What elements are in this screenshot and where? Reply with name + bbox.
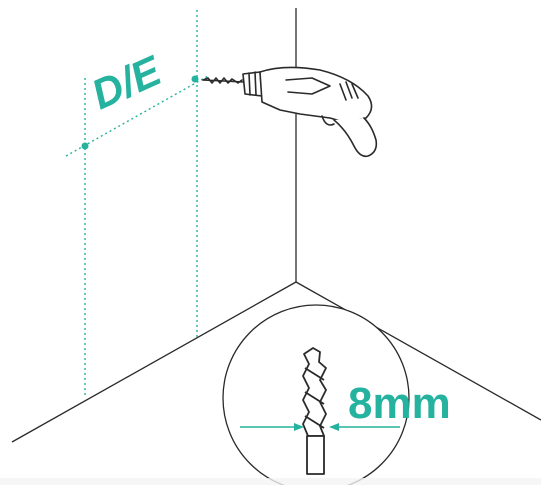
drill-vent-2 bbox=[345, 81, 353, 99]
room-corner bbox=[11, 8, 541, 443]
drill-vent-1 bbox=[339, 83, 347, 101]
mark-point-left bbox=[81, 142, 89, 150]
floor-edge-right bbox=[295, 281, 541, 421]
floor-edge-left bbox=[11, 281, 297, 443]
drill-body bbox=[259, 66, 373, 123]
drill-chuck-ring-1 bbox=[248, 72, 251, 96]
drill-bit-closeup-flute-3 bbox=[304, 415, 325, 429]
dimension-arrow-right bbox=[329, 423, 339, 431]
drill-body-detail bbox=[285, 77, 331, 95]
drill-bit-closeup-shank bbox=[306, 435, 325, 475]
dimension-arrow-left bbox=[294, 423, 304, 431]
bottom-fade bbox=[0, 478, 541, 485]
power-drill-icon bbox=[202, 66, 378, 158]
dimension-arrows bbox=[240, 423, 400, 431]
drill-handle bbox=[333, 117, 378, 158]
drill-bit-shaft bbox=[202, 79, 245, 83]
guide-diagonal bbox=[65, 75, 209, 157]
drill-trigger bbox=[321, 115, 335, 126]
drill-bit-icon bbox=[302, 347, 327, 475]
drill-bit-closeup-flute-1 bbox=[304, 367, 325, 381]
drill-vent-3 bbox=[351, 83, 359, 99]
drill-bit-closeup-flute-2 bbox=[304, 391, 325, 405]
drill-chuck-ring-2 bbox=[254, 71, 257, 96]
guide-lines bbox=[65, 10, 209, 398]
drill-size-label: 8mm bbox=[348, 379, 451, 428]
mark-point-right bbox=[191, 75, 199, 83]
drill-chuck bbox=[242, 71, 263, 97]
